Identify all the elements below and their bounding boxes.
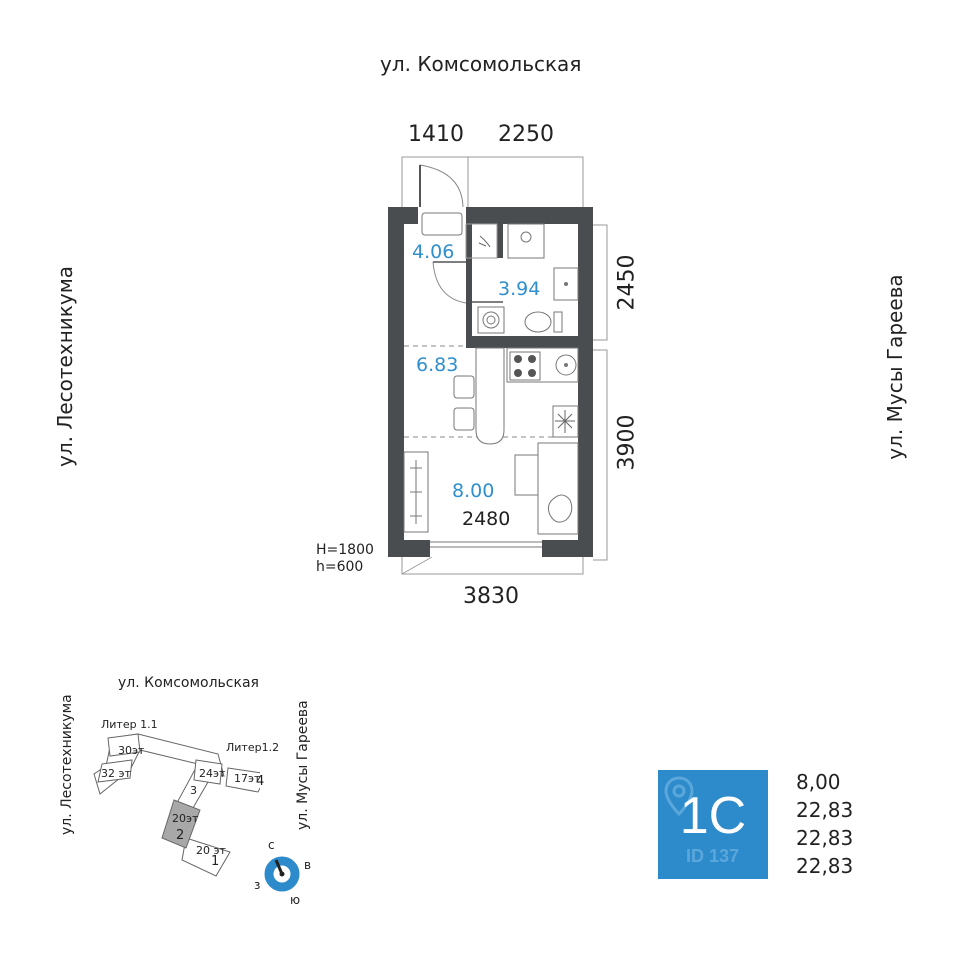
area-totals: 8,00 22,83 22,83 22,83 bbox=[796, 768, 853, 880]
site-liter-1-1: Литер 1.1 bbox=[101, 718, 158, 731]
site-building-floors-6: 20 эт bbox=[196, 844, 226, 857]
site-building-number-6: 1 bbox=[211, 854, 220, 869]
site-street-top: ул. Комсомольская bbox=[118, 675, 259, 691]
room-area-bathroom: 3.94 bbox=[498, 278, 541, 300]
dimension-top-left: 1410 bbox=[408, 122, 464, 147]
location-pin-icon bbox=[664, 776, 694, 816]
dimension-bottom: 3830 bbox=[463, 584, 519, 609]
dimension-room-width: 2480 bbox=[462, 508, 511, 530]
compass-east: в bbox=[304, 858, 312, 872]
unit-type-label: 1С bbox=[679, 787, 747, 845]
site-building-floors-1: 30эт bbox=[118, 744, 145, 757]
dimension-top-right: 2250 bbox=[498, 122, 554, 147]
window-height-H: H=1800 bbox=[316, 542, 374, 558]
window-height-h: h=600 bbox=[316, 559, 364, 575]
site-building-number-5: 2 bbox=[176, 828, 185, 843]
compass-west: з bbox=[254, 878, 261, 892]
unit-watermark: ID 137 bbox=[686, 846, 740, 866]
total-area-2: 22,83 bbox=[796, 826, 854, 850]
site-street-right: ул. Мусы Гареева bbox=[295, 700, 311, 830]
compass-south: ю bbox=[290, 893, 301, 907]
room-area-kitchen: 6.83 bbox=[416, 354, 459, 376]
compass-icon bbox=[264, 856, 300, 892]
site-building-floors-4: 17эт bbox=[234, 772, 261, 785]
unit-type-badge: 1С ID 137 bbox=[658, 770, 768, 879]
total-area-1: 22,83 bbox=[796, 798, 854, 822]
total-living-area: 8,00 bbox=[796, 770, 841, 794]
site-plan-map bbox=[93, 733, 260, 877]
floor-plan bbox=[388, 156, 608, 575]
room-area-hall: 4.06 bbox=[412, 241, 455, 263]
site-liter-1-2: Литер1.2 bbox=[226, 741, 280, 754]
site-building-floors-5: 20эт bbox=[172, 812, 199, 825]
site-building-floors-3: 24эт bbox=[199, 767, 226, 780]
street-top-label: ул. Комсомольская bbox=[380, 52, 582, 76]
compass-north: с bbox=[268, 838, 275, 852]
room-area-living: 8.00 bbox=[452, 480, 495, 502]
site-street-left: ул. Лесотехникума bbox=[59, 694, 75, 835]
total-area-3: 22,83 bbox=[796, 854, 854, 878]
site-building-floors-2: 32 эт bbox=[101, 767, 131, 780]
site-building-number-3: 3 bbox=[190, 784, 197, 797]
site-building-number-4: 4 bbox=[256, 774, 265, 789]
